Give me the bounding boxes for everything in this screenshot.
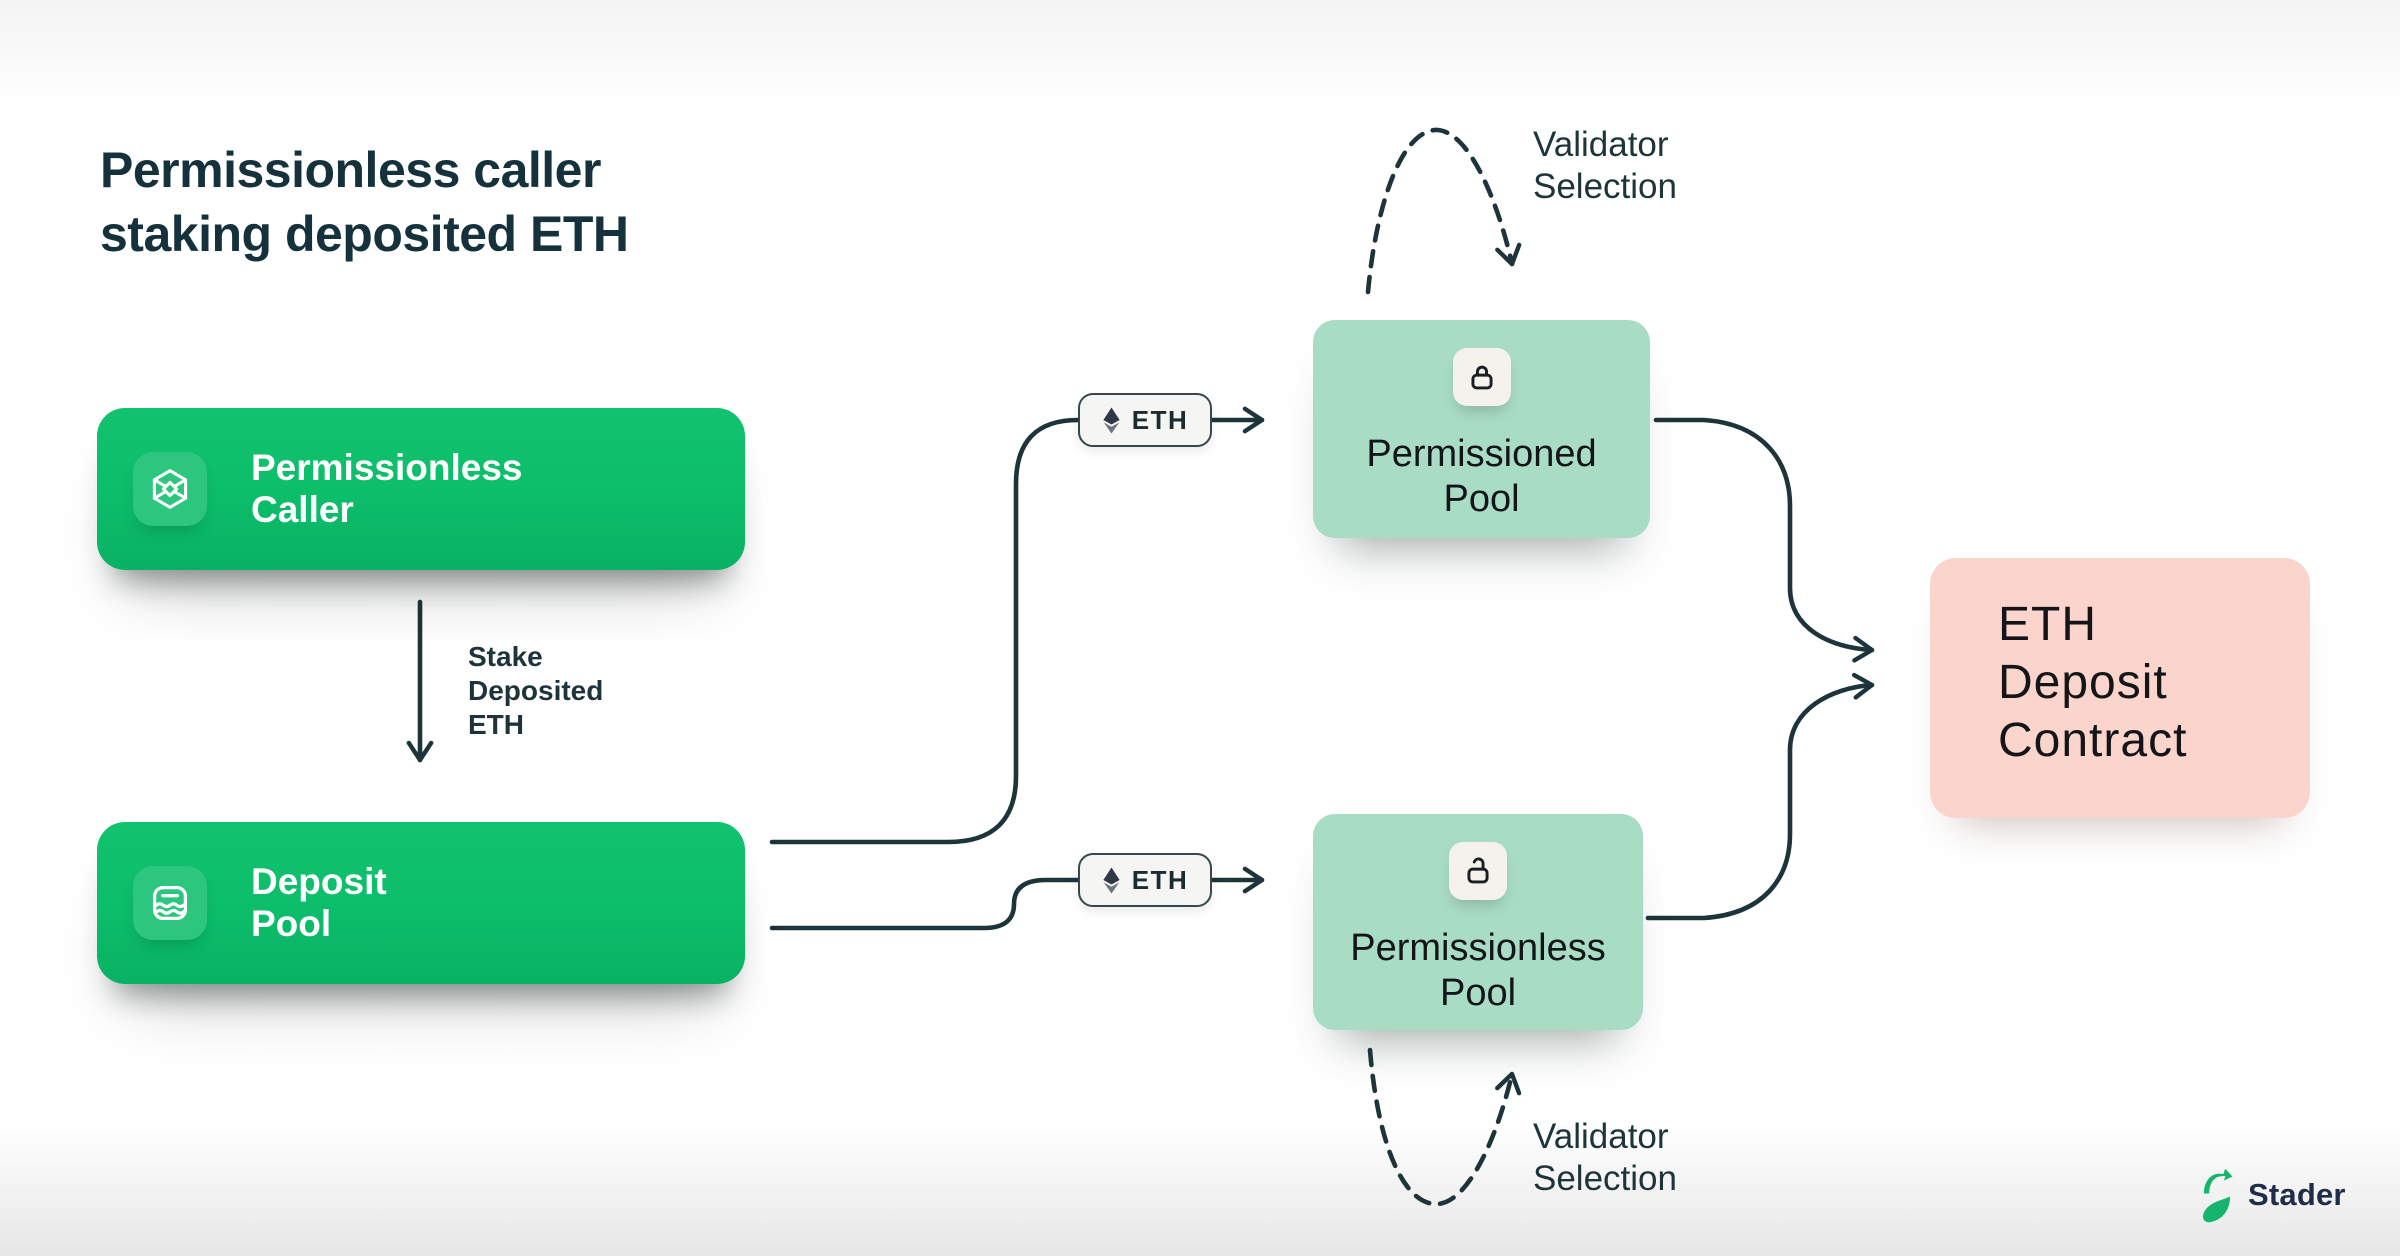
eth-pill-top: ETH — [1078, 393, 1212, 447]
edge-permissioned-pool-to-contract — [1653, 417, 1875, 663]
eth-pill-bottom-label: ETH — [1131, 864, 1189, 895]
stader-logo-icon — [2202, 1168, 2233, 1222]
cube-icon — [133, 452, 207, 526]
lock-closed-icon — [1452, 348, 1511, 406]
validator-selection-top-label: Validator Selection — [1533, 125, 1677, 206]
lock-open-icon — [1449, 842, 1507, 900]
eth-pill-bottom: ETH — [1078, 853, 1212, 907]
node-label-deposit-pool: Deposit Pool — [251, 861, 387, 944]
validator-selection-bottom-label: Validator Selection — [1533, 1117, 1677, 1198]
node-label-permissionless-pool: Permissionless Pool — [1350, 927, 1606, 1014]
node-eth-deposit-contract: ETH Deposit Contract — [1930, 558, 2310, 818]
node-label-permissioned-pool: Permissioned Pool — [1366, 433, 1597, 520]
ethereum-icon — [1103, 867, 1120, 893]
edge-depositpool-to-top-pill — [769, 417, 1081, 845]
node-permissioned-pool: Permissioned Pool — [1313, 320, 1650, 538]
page-title: Permissionless caller staking deposited … — [100, 142, 629, 262]
node-label-eth-deposit-contract: ETH Deposit Contract — [1998, 598, 2188, 767]
edge-depositpool-to-bottom-pill — [769, 877, 1081, 931]
pool-icon — [133, 866, 207, 940]
stader-logo-text: Stader — [2248, 1177, 2346, 1212]
node-deposit-pool: Deposit Pool — [97, 822, 745, 984]
edge-permissionless-pool-to-contract — [1645, 672, 1875, 921]
node-permissionless-caller: Permissionless Caller — [97, 408, 745, 570]
edge-validator-selection-top-arc — [1365, 127, 1522, 295]
node-permissionless-pool: Permissionless Pool — [1313, 814, 1643, 1030]
eth-pill-top-label: ETH — [1131, 404, 1189, 435]
stake-deposited-eth-label: Stake Deposited ETH — [468, 641, 604, 740]
node-label-permissionless-caller: Permissionless Caller — [251, 447, 523, 530]
stader-logo: Stader — [2200, 1166, 2346, 1224]
ethereum-icon — [1103, 407, 1120, 433]
edge-validator-selection-bottom-arc — [1367, 1047, 1522, 1207]
